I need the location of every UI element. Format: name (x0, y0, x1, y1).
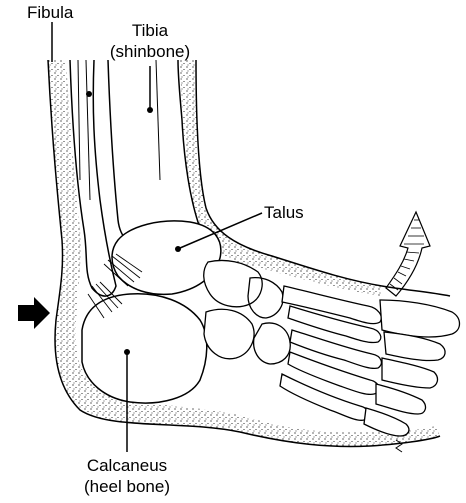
talus-marker (175, 246, 181, 252)
calcaneus-label: Calcaneus (heel bone) (71, 455, 183, 497)
calcaneus-label-line2: (heel bone) (71, 476, 183, 497)
calcaneus-label-line1: Calcaneus (71, 455, 183, 476)
fibula-marker (86, 91, 92, 97)
tibia-label-line2: (shinbone) (104, 41, 196, 62)
tibia-label: Tibia (shinbone) (104, 20, 196, 62)
fibula-label: Fibula (27, 2, 73, 23)
rotation-arrow-icon (386, 212, 430, 296)
talus-label: Talus (264, 202, 304, 223)
tibia-marker (147, 107, 153, 113)
tarsal-bones (204, 260, 291, 364)
tibia-label-line1: Tibia (104, 20, 196, 41)
force-arrow-icon (18, 297, 50, 329)
metatarsals (280, 286, 381, 420)
calcaneus-marker (124, 349, 130, 355)
calcaneus-bone (82, 294, 207, 403)
